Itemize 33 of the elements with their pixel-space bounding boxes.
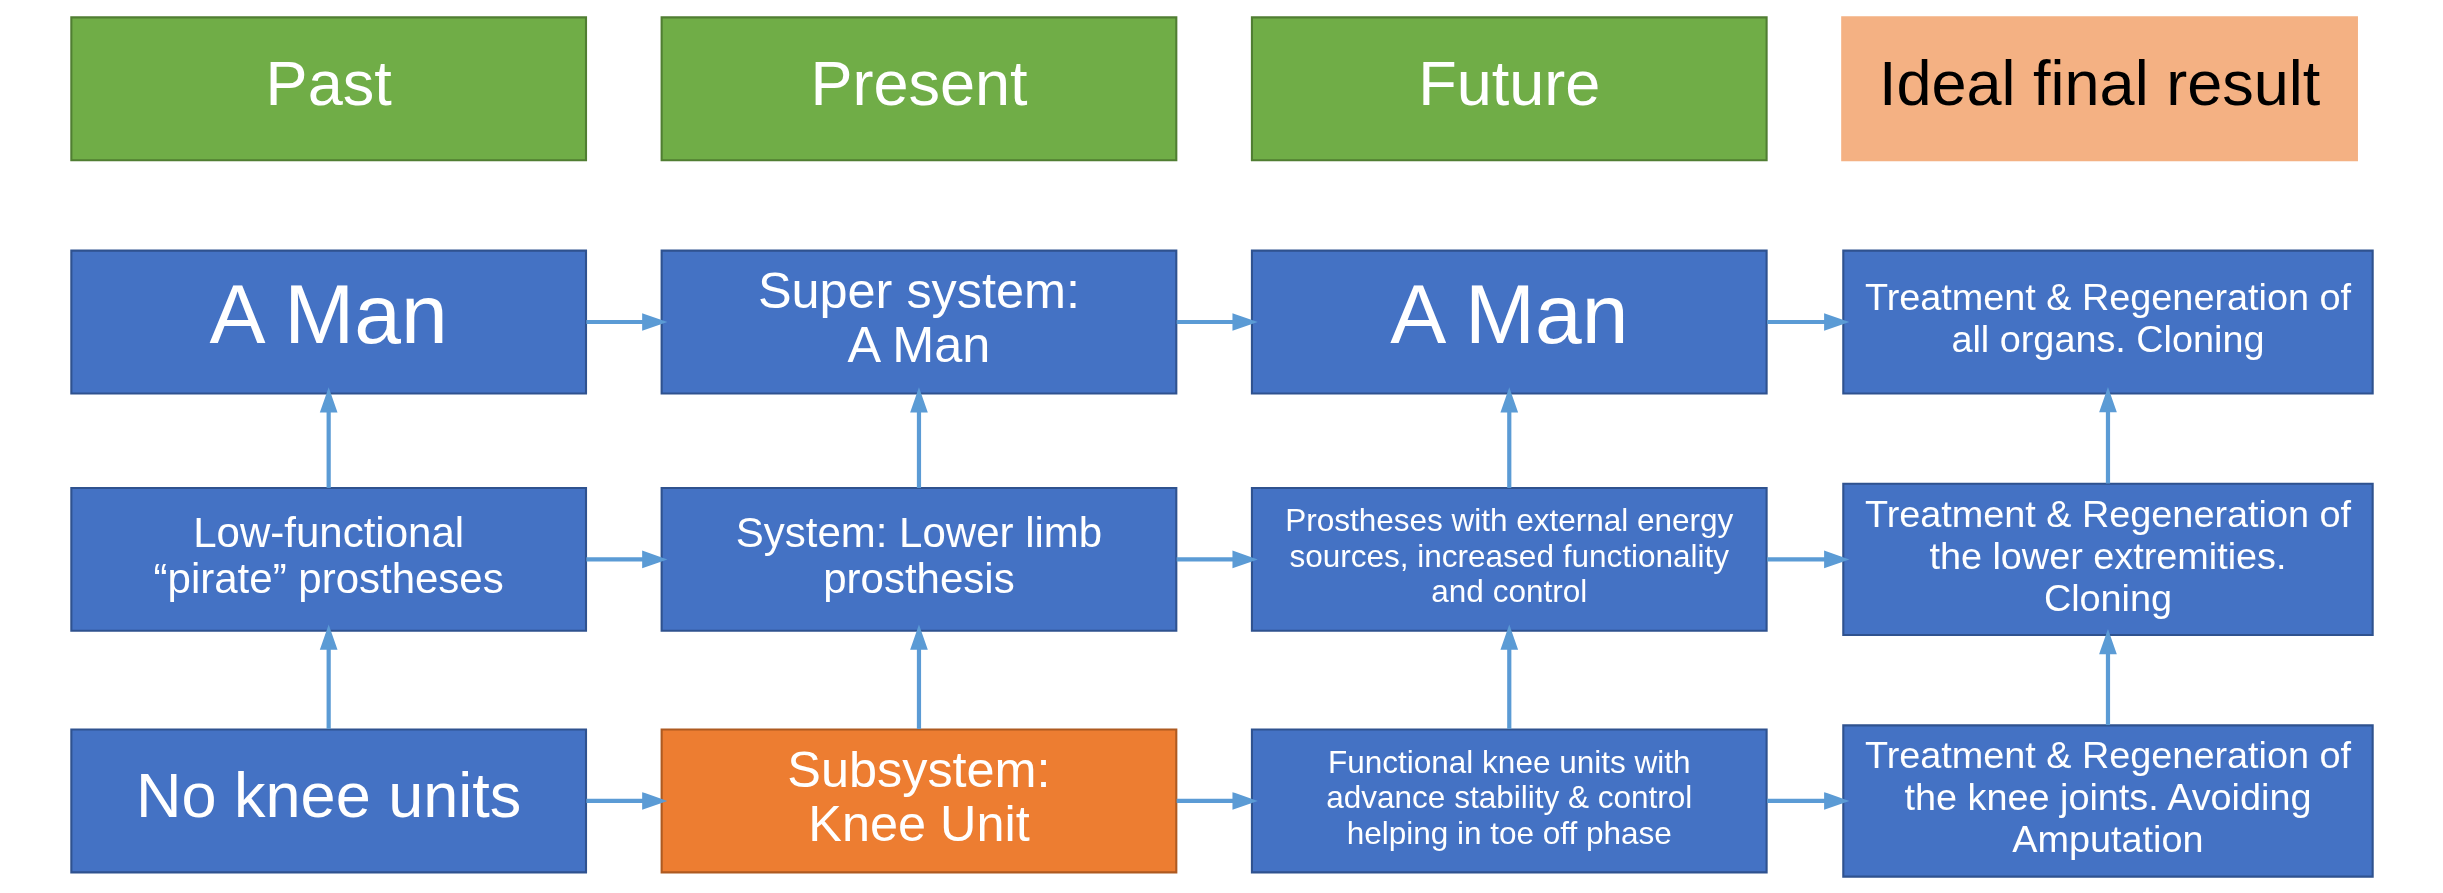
node-box: A Man bbox=[69, 249, 587, 394]
arrow bbox=[1176, 550, 1258, 568]
arrow bbox=[1766, 312, 1849, 331]
arrow bbox=[319, 624, 337, 729]
node-box: Treatment & Regeneration of the lower extremities. Cloning bbox=[1841, 482, 2374, 636]
arrow bbox=[585, 791, 667, 810]
arrow bbox=[1499, 624, 1518, 729]
arrow bbox=[1176, 791, 1258, 810]
arrow bbox=[2098, 628, 2117, 725]
node-box: A Man bbox=[1250, 249, 1768, 394]
arrow bbox=[1766, 550, 1849, 568]
node-box: Treatment & Regeneration of all organs. Cloning bbox=[1841, 249, 2374, 394]
arrow bbox=[1176, 312, 1258, 331]
node-box: Super system: A Man bbox=[660, 249, 1177, 394]
arrow bbox=[319, 386, 337, 488]
node-box: Low-functional “pirate” prostheses bbox=[69, 486, 587, 632]
node-box: No knee units bbox=[69, 728, 587, 873]
arrow bbox=[2098, 386, 2117, 483]
node-box: Present bbox=[660, 15, 1177, 161]
arrow bbox=[585, 550, 667, 568]
node-box: Subsystem: Knee Unit bbox=[660, 728, 1177, 873]
node-box: Future bbox=[1250, 15, 1768, 161]
node-box: Prostheses with external energy sources, increased functionality and control bbox=[1250, 486, 1768, 632]
arrow bbox=[585, 312, 667, 331]
node-box: Treatment & Regeneration of the knee joints. Avoiding Amputation bbox=[1841, 723, 2374, 878]
node-box: System: Lower limb prosthesis bbox=[660, 486, 1177, 632]
node-box: Ideal final result bbox=[1840, 15, 2358, 161]
node-box: Functional knee units with advance stability & control helping in toe off phase bbox=[1250, 728, 1768, 873]
arrow bbox=[1766, 791, 1849, 810]
arrow bbox=[909, 624, 928, 729]
node-box: Past bbox=[69, 15, 587, 161]
arrow bbox=[1499, 386, 1518, 488]
arrow bbox=[909, 386, 928, 488]
